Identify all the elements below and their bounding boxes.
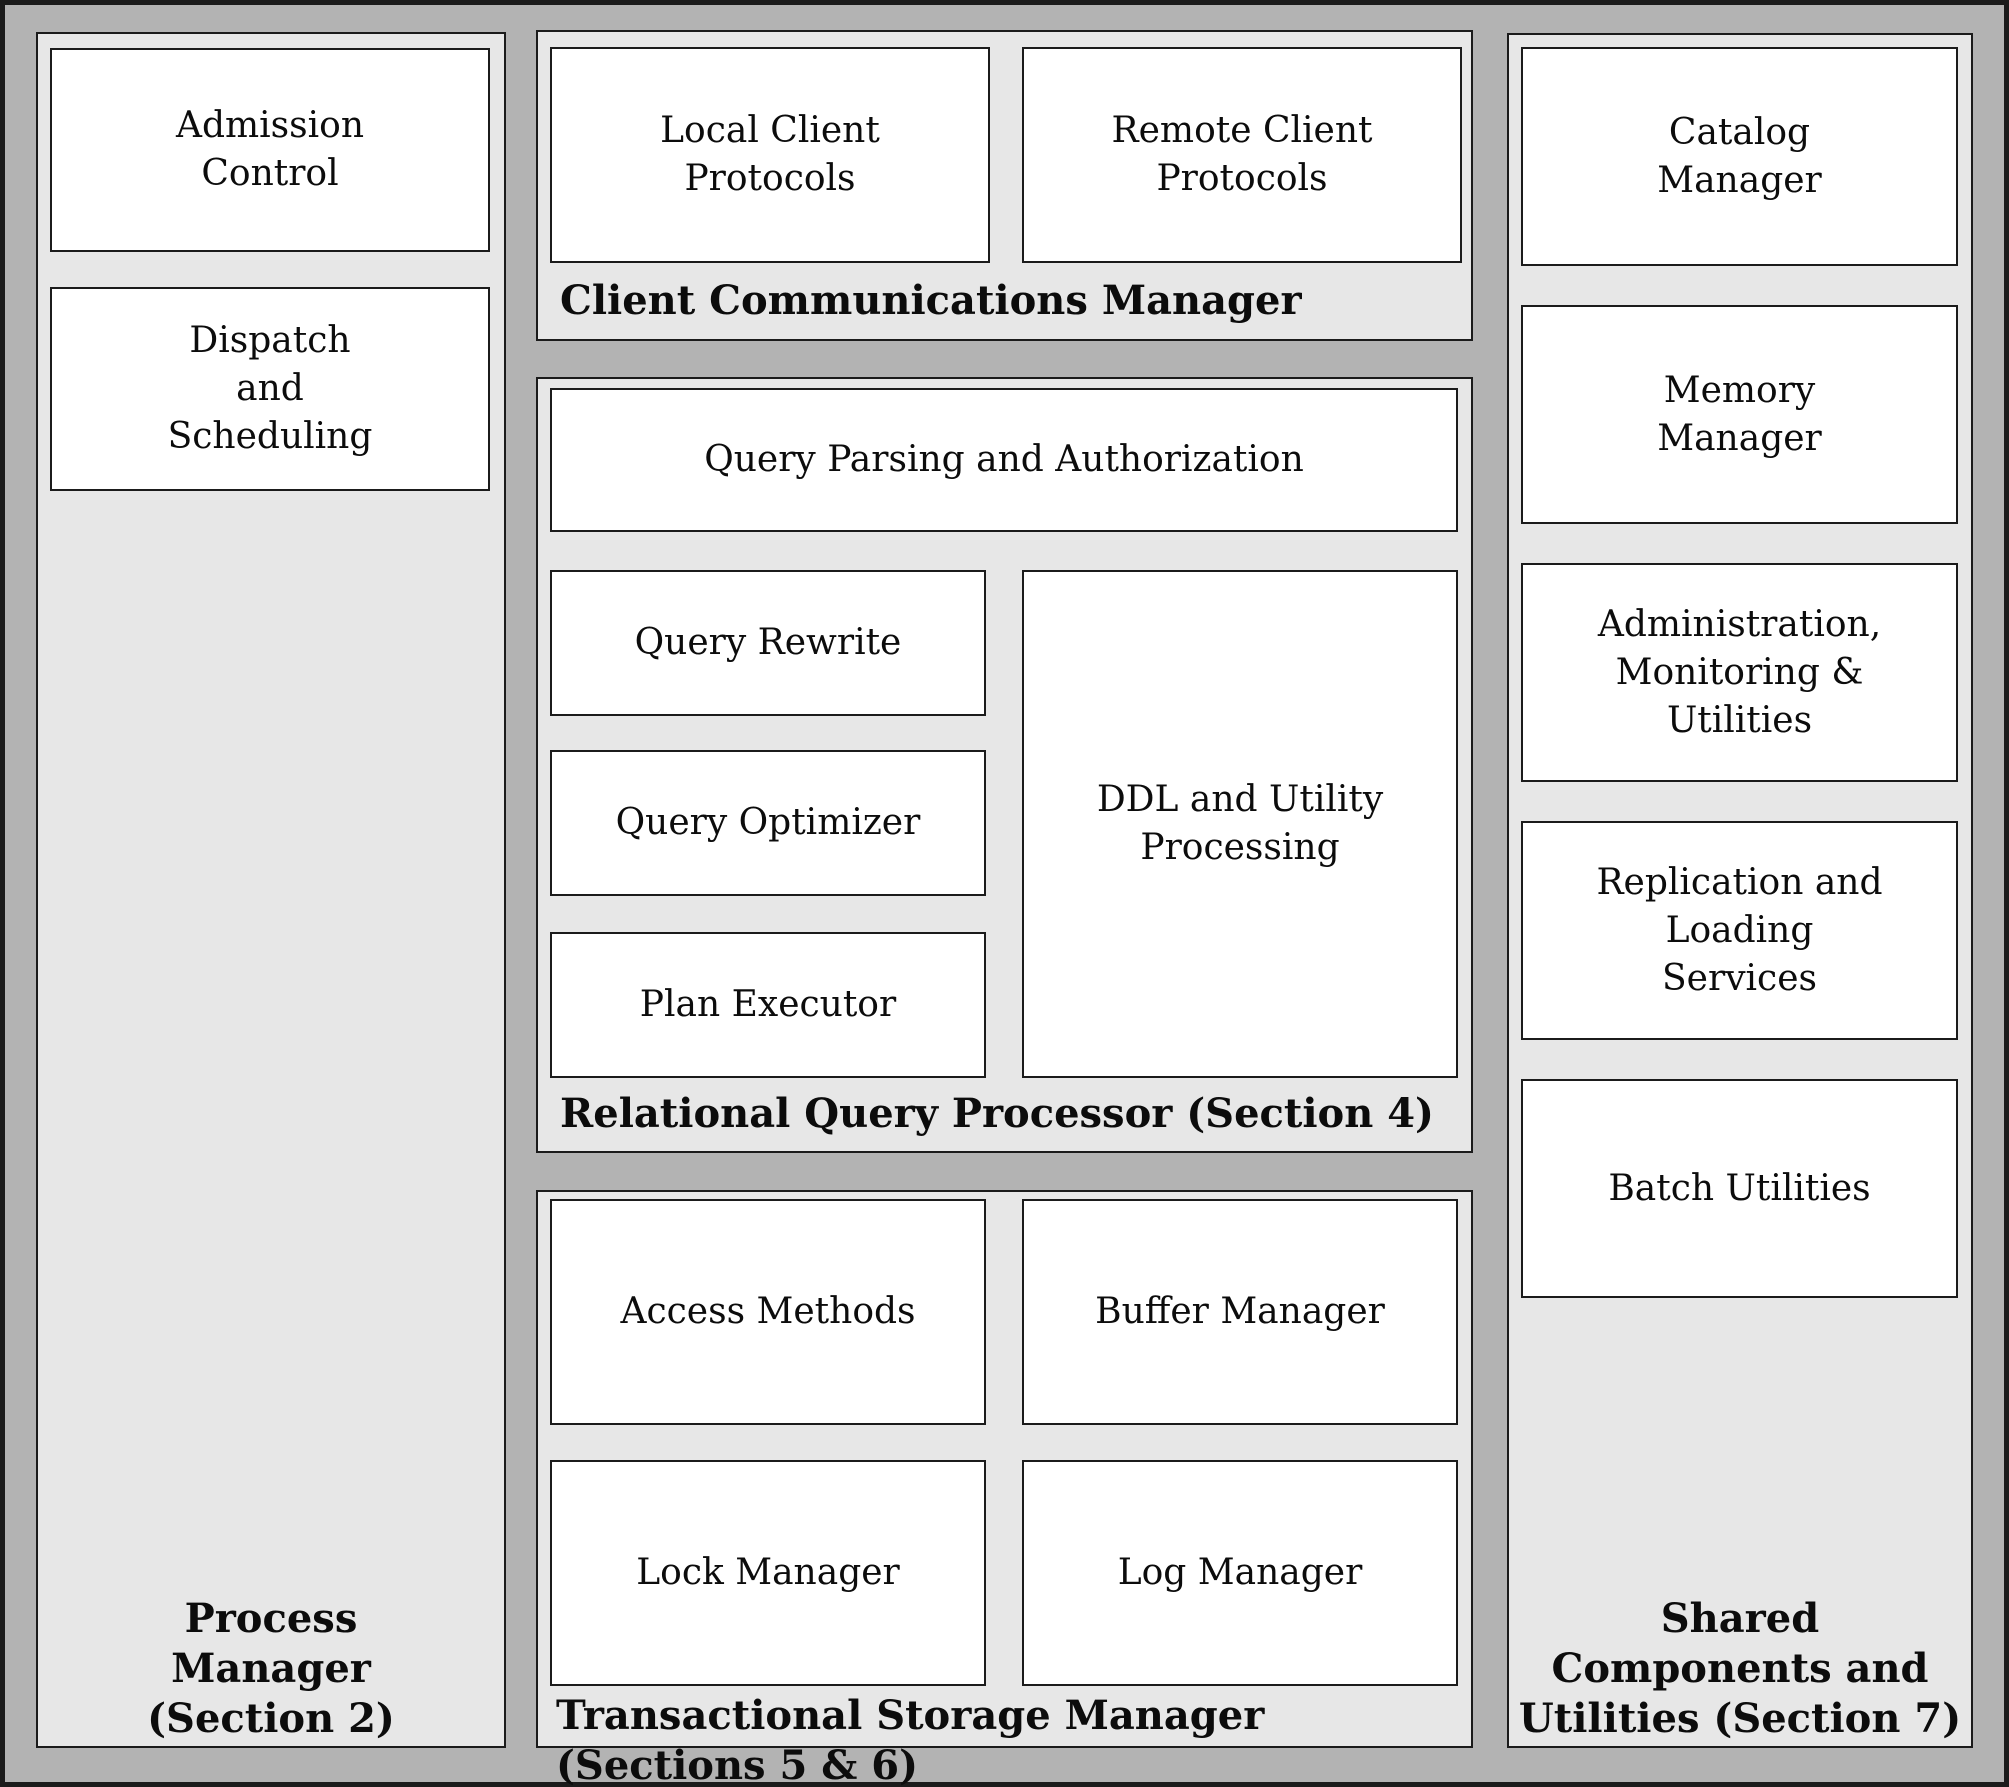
dispatch-scheduling-label: Dispatch and Scheduling xyxy=(167,320,373,457)
lock-manager-box: Lock Manager xyxy=(550,1460,986,1686)
administration-monitoring-label: Administration, Monitoring & Utilities xyxy=(1597,603,1882,741)
relational-query-processor-panel: Query Parsing and Authorization Query Re… xyxy=(536,377,1473,1153)
log-manager-label: Log Manager xyxy=(1117,1552,1363,1593)
local-client-protocols-box: Local Client Protocols xyxy=(550,47,990,263)
memory-manager-label: Memory Manager xyxy=(1657,369,1822,459)
transactional-storage-panel: Access Methods Buffer Manager Lock Manag… xyxy=(536,1190,1473,1787)
plan-executor-box: Plan Executor xyxy=(550,932,986,1078)
access-methods-label: Access Methods xyxy=(620,1291,916,1332)
batch-utilities-label: Batch Utilities xyxy=(1608,1167,1871,1209)
query-rewrite-box: Query Rewrite xyxy=(550,570,986,716)
catalog-manager-box: Catalog Manager xyxy=(1521,47,1958,266)
dispatch-scheduling-box: Dispatch and Scheduling xyxy=(50,287,490,491)
query-parsing-label: Query Parsing and Authorization xyxy=(704,439,1304,480)
ddl-utility-processing-label: DDL and Utility Processing xyxy=(1096,779,1384,868)
administration-monitoring-box: Administration, Monitoring & Utilities xyxy=(1521,563,1958,782)
catalog-manager-label: Catalog Manager xyxy=(1657,111,1822,201)
remote-client-protocols-label: Remote Client Protocols xyxy=(1111,110,1373,199)
query-optimizer-label: Query Optimizer xyxy=(615,802,921,843)
relational-query-processor-panel-label: Relational Query Processor (Section 4) xyxy=(560,1090,1434,1137)
query-rewrite-label: Query Rewrite xyxy=(634,622,902,663)
shared-components-panel: Catalog Manager Memory Manager Administr… xyxy=(1507,33,1973,1748)
lock-manager-label: Lock Manager xyxy=(636,1552,900,1593)
replication-loading-box: Replication and Loading Services xyxy=(1521,821,1958,1040)
memory-manager-box: Memory Manager xyxy=(1521,305,1958,524)
buffer-manager-label: Buffer Manager xyxy=(1095,1291,1385,1332)
client-communications-panel: Local Client Protocols Remote Client Pro… xyxy=(536,30,1473,341)
query-optimizer-box: Query Optimizer xyxy=(550,750,986,896)
access-methods-box: Access Methods xyxy=(550,1199,986,1425)
process-manager-panel: Admission Control Dispatch and Schedulin… xyxy=(36,32,506,1748)
admission-control-label: Admission Control xyxy=(175,105,364,194)
buffer-manager-box: Buffer Manager xyxy=(1022,1199,1458,1425)
admission-control-box: Admission Control xyxy=(50,48,490,252)
query-parsing-box: Query Parsing and Authorization xyxy=(550,388,1458,532)
shared-components-panel-label: Shared Components and Utilities (Section… xyxy=(1518,1595,1962,1742)
client-communications-panel-label: Client Communications Manager xyxy=(560,277,1302,324)
transactional-storage-panel-label: Transactional Storage Manager (Sections … xyxy=(556,1692,1265,1787)
log-manager-box: Log Manager xyxy=(1022,1460,1458,1686)
local-client-protocols-label: Local Client Protocols xyxy=(660,110,880,199)
replication-loading-label: Replication and Loading Services xyxy=(1596,861,1883,999)
batch-utilities-box: Batch Utilities xyxy=(1521,1079,1958,1298)
process-manager-panel-label: Process Manager (Section 2) xyxy=(147,1595,395,1742)
plan-executor-label: Plan Executor xyxy=(639,984,897,1025)
remote-client-protocols-box: Remote Client Protocols xyxy=(1022,47,1462,263)
ddl-utility-processing-box: DDL and Utility Processing xyxy=(1022,570,1458,1078)
